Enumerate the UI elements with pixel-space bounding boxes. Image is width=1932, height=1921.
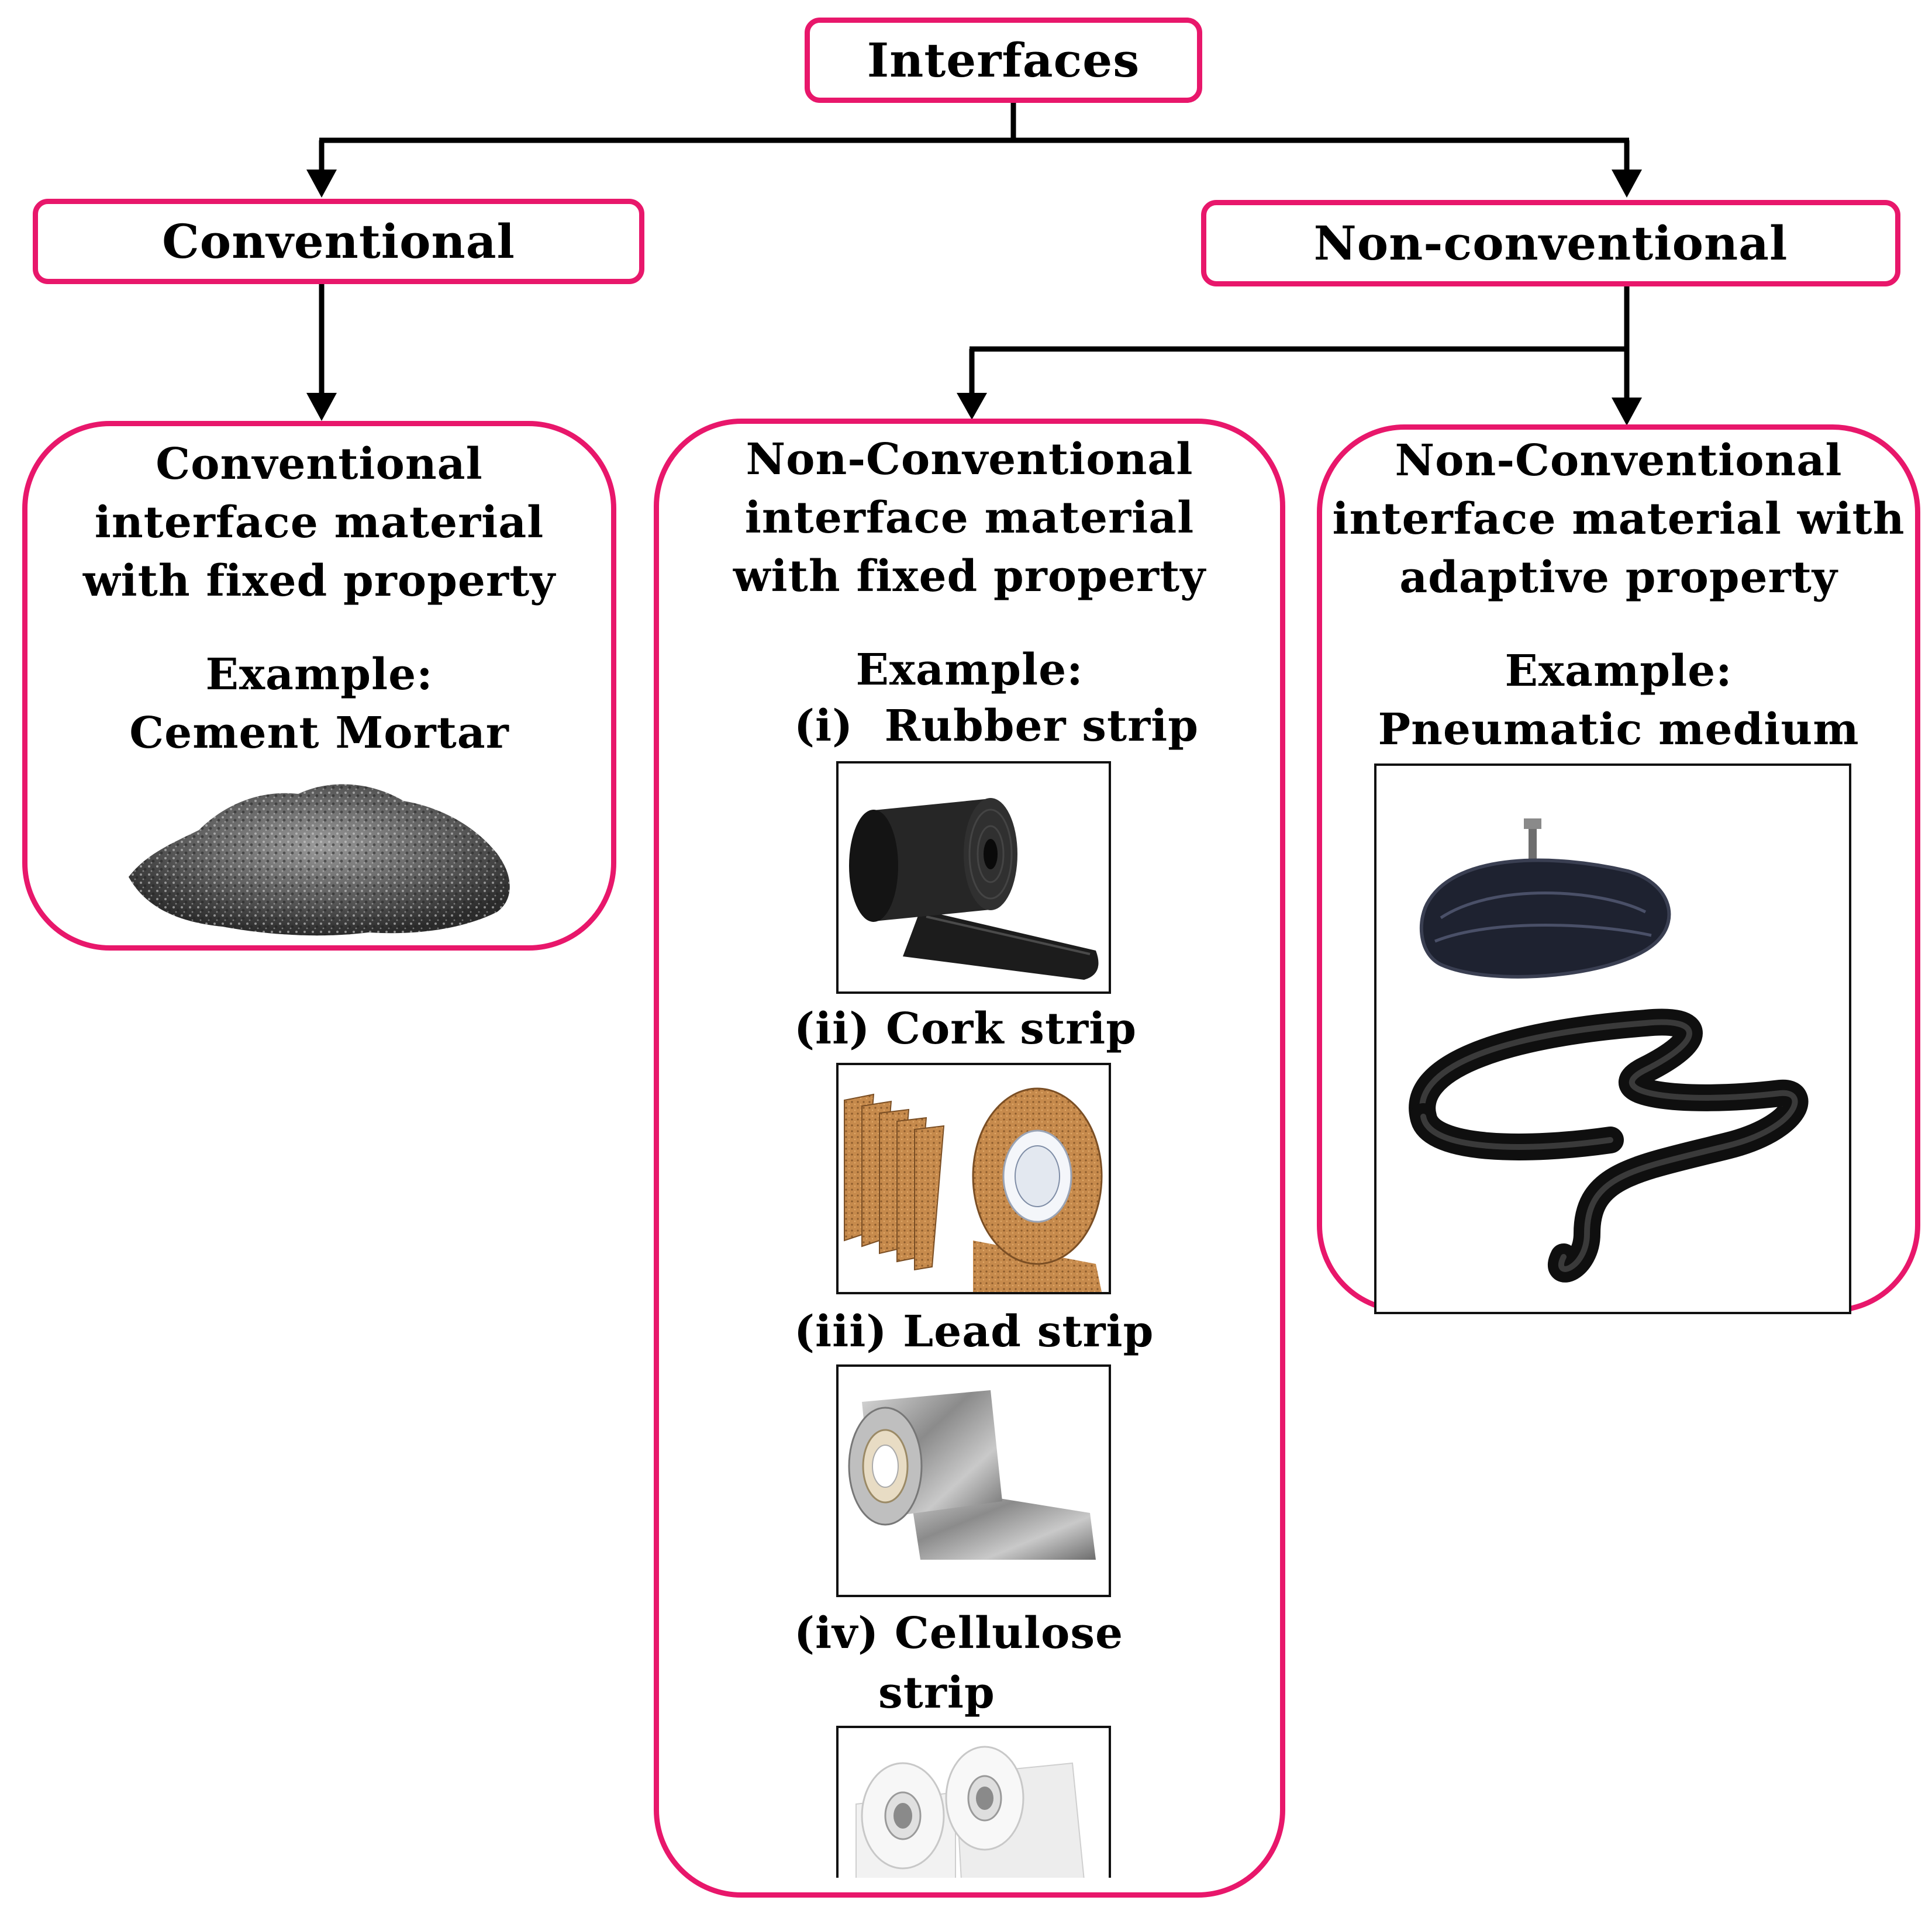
fixed-panel-line-3: with fixed property [733, 551, 1206, 602]
cellulose-strip-frame [836, 1726, 1111, 1878]
fixed-panel-line-1: Non-Conventional [746, 434, 1193, 485]
arrow-head-conventional [306, 170, 337, 198]
cork-strip-image [844, 1087, 1103, 1292]
rubber-strip-label: (i) Rubber strip [794, 697, 1199, 755]
cork-strip-label: (ii) Cork strip [794, 1000, 1137, 1058]
conventional-panel-line-2: interface material [94, 497, 544, 548]
arrow-head-adaptive-panel [1612, 398, 1642, 426]
adaptive-example-label: Example: [1505, 646, 1733, 696]
cement-mortar-image [129, 784, 510, 936]
cork-strip-index: (ii) [794, 1004, 871, 1054]
lead-strip-frame [836, 1364, 1111, 1597]
adaptive-example-value: Pneumatic medium [1378, 704, 1859, 755]
lead-strip-index: (iii) [794, 1307, 888, 1357]
rubber-strip-frame [836, 761, 1111, 994]
fixed-example-label: Example: [855, 645, 1084, 695]
conventional-label: Conventional [162, 214, 515, 269]
interfaces-box: Interfaces [805, 18, 1202, 103]
cellulose-strip-name: Cellulose [894, 1608, 1124, 1659]
rubber-strip-name: Rubber strip [884, 701, 1199, 751]
rubber-strip-index: (i) [794, 701, 854, 751]
interfaces-label: Interfaces [867, 33, 1140, 88]
cork-strip-name: Cork strip [886, 1004, 1137, 1054]
conventional-example-value: Cement Mortar [129, 708, 509, 758]
cork-strip-frame [836, 1063, 1111, 1294]
lead-strip-label: (iii) Lead strip [794, 1302, 1154, 1361]
adaptive-panel-line-2: interface material with [1332, 494, 1905, 544]
arrow-head-nonconventional [1612, 170, 1642, 198]
cellulose-rolls-image [855, 1746, 1085, 1878]
arrow-head-fixed-panel [957, 393, 987, 420]
conventional-example-label: Example: [205, 649, 433, 700]
adaptive-panel-line-3: adaptive property [1399, 552, 1838, 603]
lead-roll-image [848, 1390, 1096, 1560]
non-conventional-box: Non-conventional [1201, 200, 1900, 286]
conventional-panel-line-3: with fixed property [82, 556, 556, 606]
inner-tube-image [1409, 818, 1809, 1283]
pneumatic-frame [1374, 763, 1851, 1314]
cellulose-strip-name-line2: strip [878, 1668, 995, 1718]
conventional-box: Conventional [33, 199, 644, 284]
fixed-panel-line-2: interface material [744, 493, 1195, 543]
non-conventional-label: Non-conventional [1313, 216, 1788, 271]
adaptive-panel-line-1: Non-Conventional [1395, 436, 1843, 486]
conventional-panel-line-1: Conventional [156, 439, 483, 489]
cellulose-strip-index: (iv) [794, 1608, 879, 1659]
arrow-head-conv-panel [306, 393, 337, 421]
lead-strip-name: Lead strip [903, 1307, 1154, 1357]
rubber-roll-image [849, 798, 1099, 980]
cellulose-strip-label: (iv) Cellulose [794, 1604, 1123, 1663]
